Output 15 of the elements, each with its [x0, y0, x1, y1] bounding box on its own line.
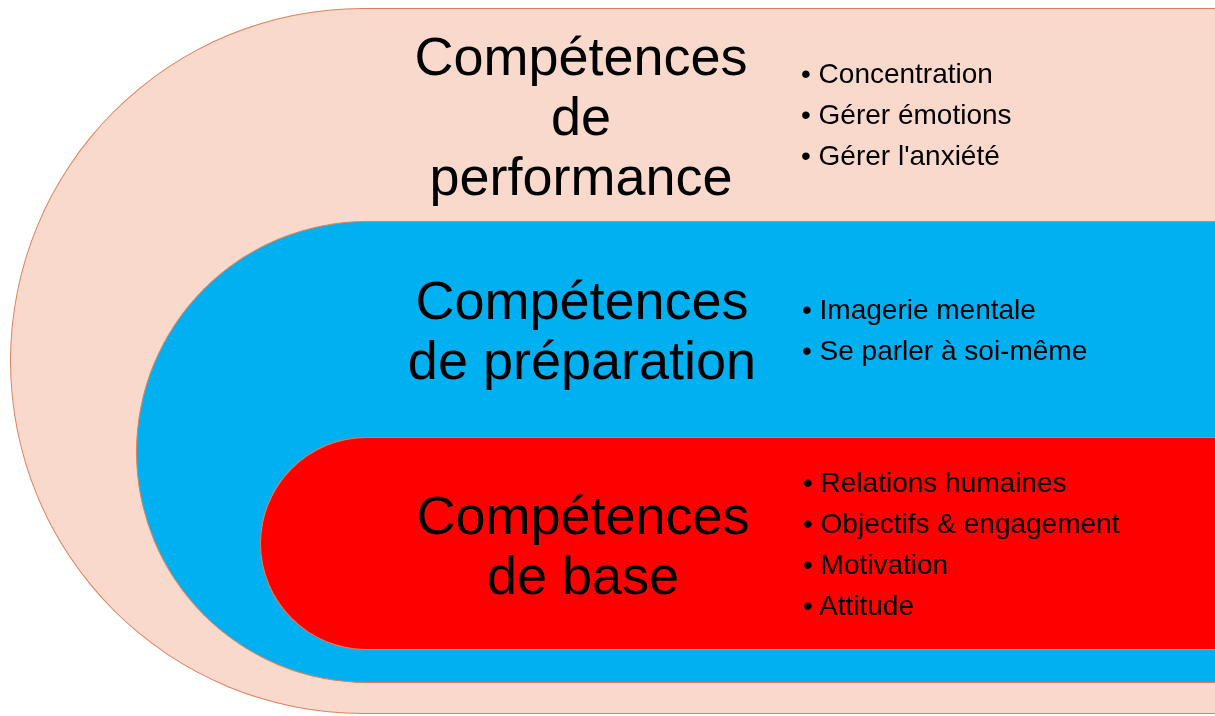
- heading: Compétences de préparation: [406, 270, 758, 390]
- bullet-item: • Gérer émotions: [801, 98, 1012, 132]
- rounded-band: [136, 221, 1215, 683]
- bullet-item: • Gérer l'anxiété: [801, 139, 1001, 173]
- bullet-item: • Se parler à soi-même: [802, 334, 1088, 368]
- rounded-band: [260, 437, 1215, 650]
- bullet-item: • Objectifs & engagement: [803, 507, 1120, 541]
- bullet-item: • Attitude: [803, 589, 915, 623]
- heading: Compétences de performance: [413, 26, 749, 206]
- rounded-band: [10, 8, 1215, 714]
- bullet-item: • Relations humaines: [803, 466, 1068, 500]
- bullet-item: • Imagerie mentale: [802, 293, 1037, 327]
- bullet-item: • Motivation: [803, 548, 950, 582]
- bullet-item: • Concentration: [801, 57, 994, 91]
- heading: Compétences de base: [415, 485, 751, 605]
